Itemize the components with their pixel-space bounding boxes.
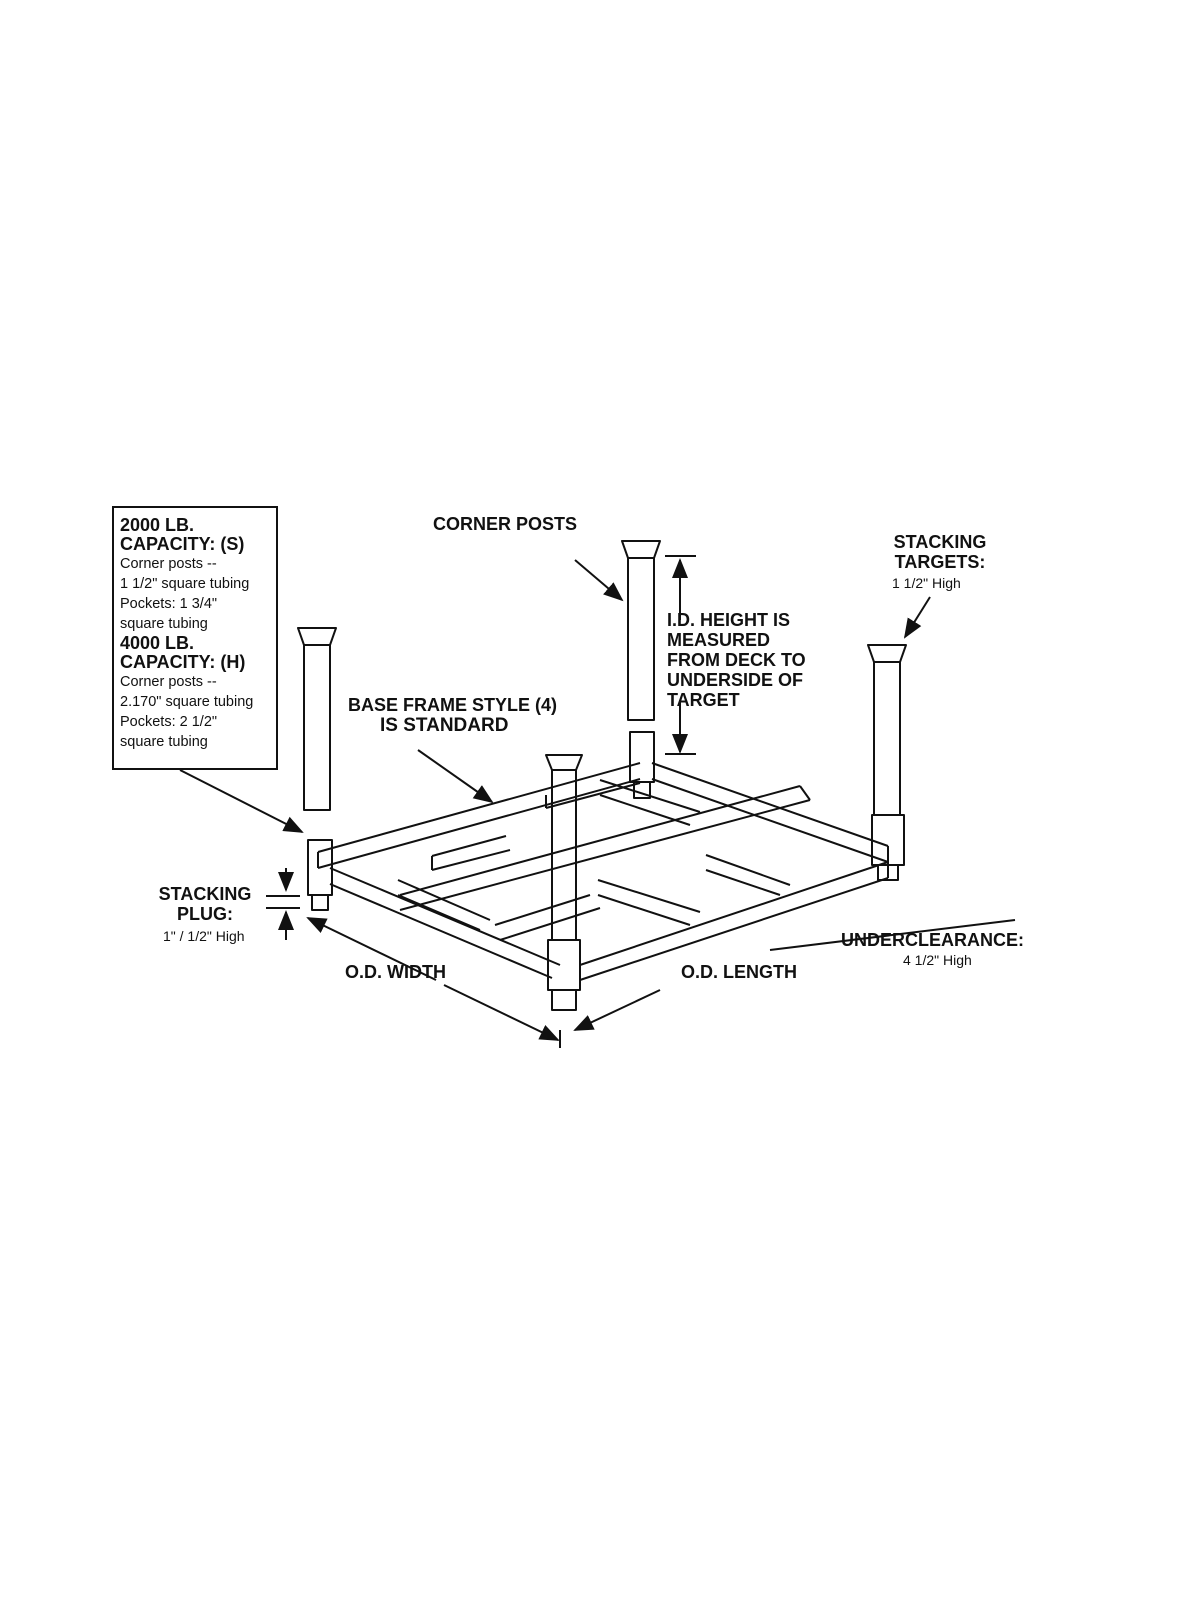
id-height-label: I.D. HEIGHT IS MEASURED FROM DECK TO UND… bbox=[667, 610, 806, 710]
corner-posts-label: CORNER POSTS bbox=[433, 514, 578, 534]
capacity-h-line: Corner posts -- bbox=[120, 674, 217, 690]
id-height-line: I.D. HEIGHT IS bbox=[667, 610, 791, 630]
capacity-s-line: 1 1/2" square tubing bbox=[120, 576, 250, 592]
stacking-targets-label: STACKING TARGETS: bbox=[880, 532, 1000, 572]
capacity-s-title: CAPACITY: (S) bbox=[120, 534, 245, 554]
id-height-line: MEASURED bbox=[667, 630, 771, 650]
base-frame-label-1: BASE FRAME STYLE (4) bbox=[348, 695, 558, 715]
underclearance-sub: 4 1/2" High bbox=[903, 952, 972, 968]
capacity-s-line: Pockets: 1 3/4" bbox=[120, 596, 218, 612]
underclearance-label: UNDERCLEARANCE: bbox=[841, 930, 1024, 950]
base-frame-label-2: IS STANDARD bbox=[380, 715, 509, 736]
back-corner-post bbox=[621, 540, 661, 799]
capacity-h-title: CAPACITY: (H) bbox=[120, 652, 246, 672]
stacking-targets-line: TARGETS: bbox=[894, 552, 986, 572]
right-corner-post bbox=[867, 644, 907, 881]
id-height-line: UNDERSIDE OF bbox=[667, 670, 804, 690]
capacity-h-title: 4000 LB. bbox=[120, 633, 195, 653]
od-length-label: O.D. LENGTH bbox=[681, 962, 797, 982]
base-frame bbox=[317, 762, 889, 981]
capacity-s-line: Corner posts -- bbox=[120, 556, 217, 572]
capacity-h-line: Pockets: 2 1/2" bbox=[120, 714, 218, 730]
leader-arrows bbox=[179, 558, 1016, 1041]
capacity-h-line: 2.170" square tubing bbox=[120, 694, 254, 710]
capacity-s-line: square tubing bbox=[120, 616, 208, 632]
stacking-targets-sub: 1 1/2" High bbox=[892, 575, 961, 591]
od-width-label: O.D. WIDTH bbox=[345, 962, 446, 982]
capacity-s-title: 2000 LB. bbox=[120, 515, 195, 535]
stacking-plug-line: STACKING bbox=[158, 884, 252, 904]
capacity-h-line: square tubing bbox=[120, 734, 208, 750]
id-height-line: TARGET bbox=[667, 690, 740, 710]
dimension-ticks bbox=[266, 555, 696, 1048]
id-height-line: FROM DECK TO bbox=[667, 650, 806, 670]
capacity-info-box: 2000 LB. CAPACITY: (S) Corner posts -- 1… bbox=[112, 506, 278, 770]
front-corner-post bbox=[545, 754, 583, 1011]
left-corner-post bbox=[297, 627, 337, 911]
stacking-plug-label: STACKING PLUG: bbox=[150, 884, 260, 924]
stacking-plug-sub: 1" / 1/2" High bbox=[163, 928, 245, 944]
stacking-targets-line: STACKING bbox=[893, 532, 987, 552]
stacking-plug-line: PLUG: bbox=[177, 904, 233, 924]
